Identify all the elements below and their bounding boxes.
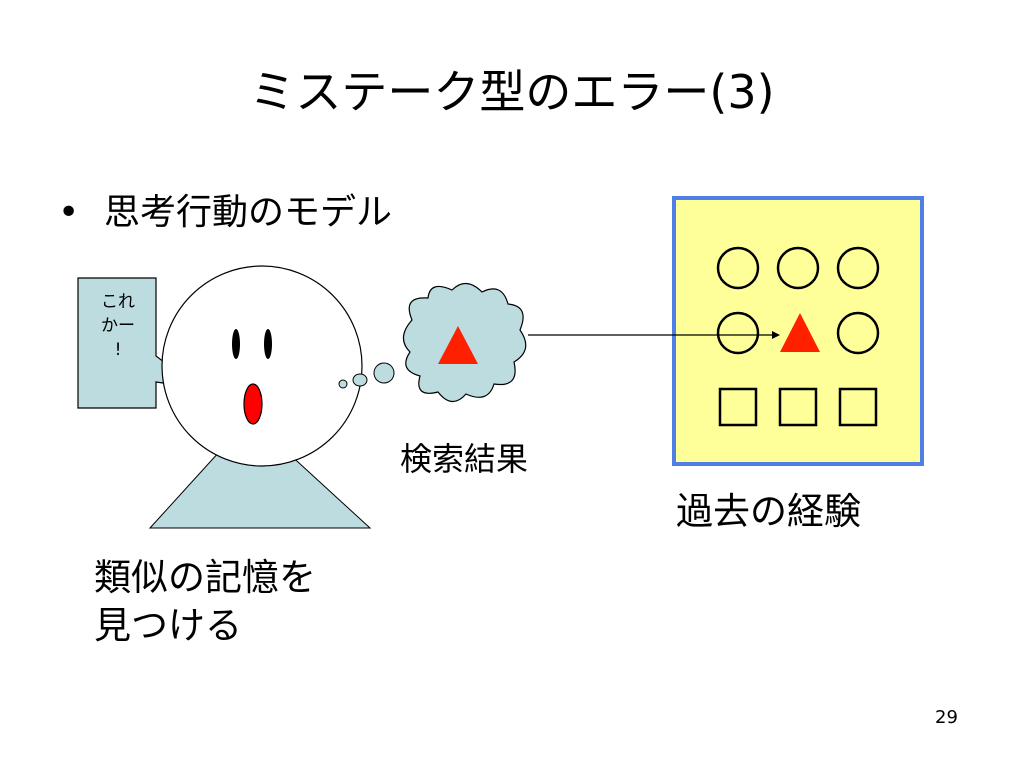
bullet-text: 思考行動のモデル: [104, 192, 393, 233]
find-memory-caption: 類似の記憶を 見つける: [94, 554, 316, 650]
memory-square: [778, 387, 818, 427]
memory-shapes: [716, 246, 880, 427]
bullet-dot-icon: •: [58, 192, 80, 233]
past-experience-caption: 過去の経験: [676, 490, 861, 533]
memory-square: [838, 387, 878, 427]
match-arrow-head: [772, 331, 780, 339]
slide-number: 29: [935, 707, 958, 728]
person-body: [148, 417, 372, 529]
memory-circle: [716, 311, 760, 355]
memory-circle: [836, 246, 880, 290]
find-caption-line: 類似の記憶を: [94, 556, 316, 599]
speech-line: !: [114, 340, 122, 360]
memory-circle: [836, 311, 880, 355]
memory-triangle: [780, 313, 820, 352]
speech-text: これ かー !: [78, 290, 158, 362]
speech-line: かー: [101, 316, 135, 336]
person-head: [161, 265, 363, 467]
memory-circle: [776, 246, 820, 290]
search-result-caption: 検索結果: [400, 440, 529, 478]
slide-title: ミステーク型のエラー(3): [249, 65, 775, 119]
memory-square: [718, 387, 758, 427]
mouth: [243, 383, 263, 425]
thought-bubble-medium: [352, 373, 368, 387]
search-result-triangle: [438, 326, 478, 364]
memory-circle: [716, 246, 760, 290]
speech-line: これ: [101, 292, 135, 312]
thought-bubble-large: [373, 362, 395, 384]
bullet-item: • 思考行動のモデル: [58, 188, 392, 238]
thought-bubble-small: [338, 379, 348, 389]
right-eye: [264, 329, 272, 359]
left-eye: [232, 329, 240, 359]
find-caption-line: 見つける: [94, 604, 242, 647]
